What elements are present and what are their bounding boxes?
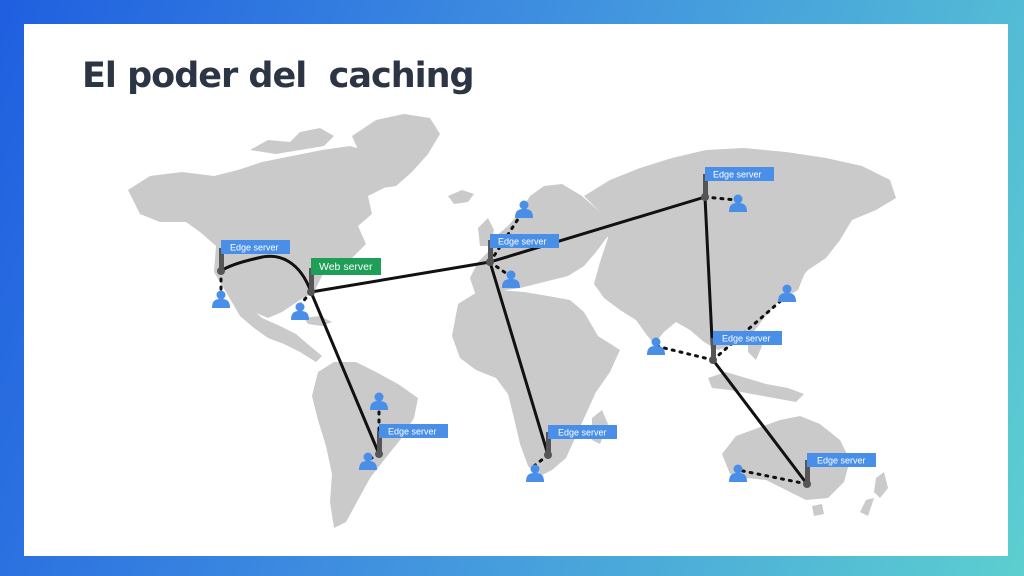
edge-server-label: Edge server <box>230 243 279 253</box>
edge-server-europe: Edge server <box>486 234 559 266</box>
web-server-node <box>307 288 315 296</box>
edge-server-node <box>217 267 225 275</box>
link-asia-to-australia <box>711 358 809 486</box>
edge-server-asia: Edge server <box>709 331 782 364</box>
edge-server-label-bg <box>548 425 617 439</box>
edge-server-label: Edge server <box>498 237 547 247</box>
land-central-america <box>226 292 322 362</box>
link-web-to-europe <box>309 260 492 294</box>
edge-server-node <box>544 451 552 459</box>
dotted-link-russia-user <box>703 195 738 202</box>
world-map <box>128 114 896 528</box>
edge-server-pole <box>711 338 716 360</box>
land-asia <box>584 148 896 350</box>
edge-server-pole <box>703 174 708 197</box>
edge-server-node <box>709 356 717 364</box>
web-server-label-bg <box>311 258 381 275</box>
edge-server-australia: Edge server <box>803 453 876 488</box>
dotted-link-japan-user <box>711 296 786 362</box>
edge-server-pole <box>377 431 382 454</box>
edge-server-brazil: Edge server <box>375 424 448 458</box>
edge-server-node <box>375 450 383 458</box>
user-icon <box>291 302 309 320</box>
edge-server-label: Edge server <box>722 334 771 344</box>
land-new-zealand <box>860 472 888 516</box>
edge-server-label-bg <box>490 234 559 248</box>
edge-server-us-west: Edge server <box>217 240 290 275</box>
land-indonesia <box>708 372 804 402</box>
land-north-america <box>128 146 394 318</box>
edge-server-node <box>701 193 709 201</box>
edge-server-label-bg <box>705 167 774 181</box>
edge-server-label-bg <box>379 424 448 438</box>
land-africa <box>452 290 620 476</box>
land-greenland <box>352 114 440 188</box>
web-server: Web server <box>307 258 381 296</box>
server-connections <box>219 195 809 486</box>
dotted-link-australia-user <box>736 468 809 486</box>
web-server-label: Web server <box>319 261 373 273</box>
link-europe-to-russia <box>488 195 707 264</box>
dotted-link-india-user <box>654 344 715 362</box>
user-icon <box>647 337 665 355</box>
edge-server-label-bg <box>713 331 782 345</box>
link-russia-to-asia <box>703 195 715 362</box>
link-web-to-us-west <box>219 254 313 294</box>
edge-server-label: Edge server <box>817 456 866 466</box>
edge-server-pole <box>488 240 493 262</box>
edge-server-label: Edge server <box>388 427 437 437</box>
slide-title: El poder del caching <box>82 56 475 96</box>
edge-server-node <box>486 258 494 266</box>
land-south-america <box>312 362 418 528</box>
land-tasmania <box>812 504 824 516</box>
edge-server-node <box>803 480 811 488</box>
link-web-to-brazil <box>309 290 381 456</box>
land-arctic-islands <box>250 128 334 154</box>
edge-server-label: Edge server <box>713 170 762 180</box>
edge-server-label: Edge server <box>558 428 607 438</box>
land-iceland <box>448 190 474 204</box>
link-europe-to-south-africa <box>488 260 550 457</box>
edge-server-pole <box>219 248 224 271</box>
edge-server-label-bg <box>807 453 876 467</box>
web-server-pole <box>309 268 314 292</box>
edge-server-south-africa: Edge server <box>544 425 617 459</box>
edge-server-pole <box>805 460 810 484</box>
edge-server-russia: Edge server <box>701 167 774 201</box>
edge-server-pole <box>546 432 551 455</box>
edge-server-label-bg <box>221 240 290 254</box>
